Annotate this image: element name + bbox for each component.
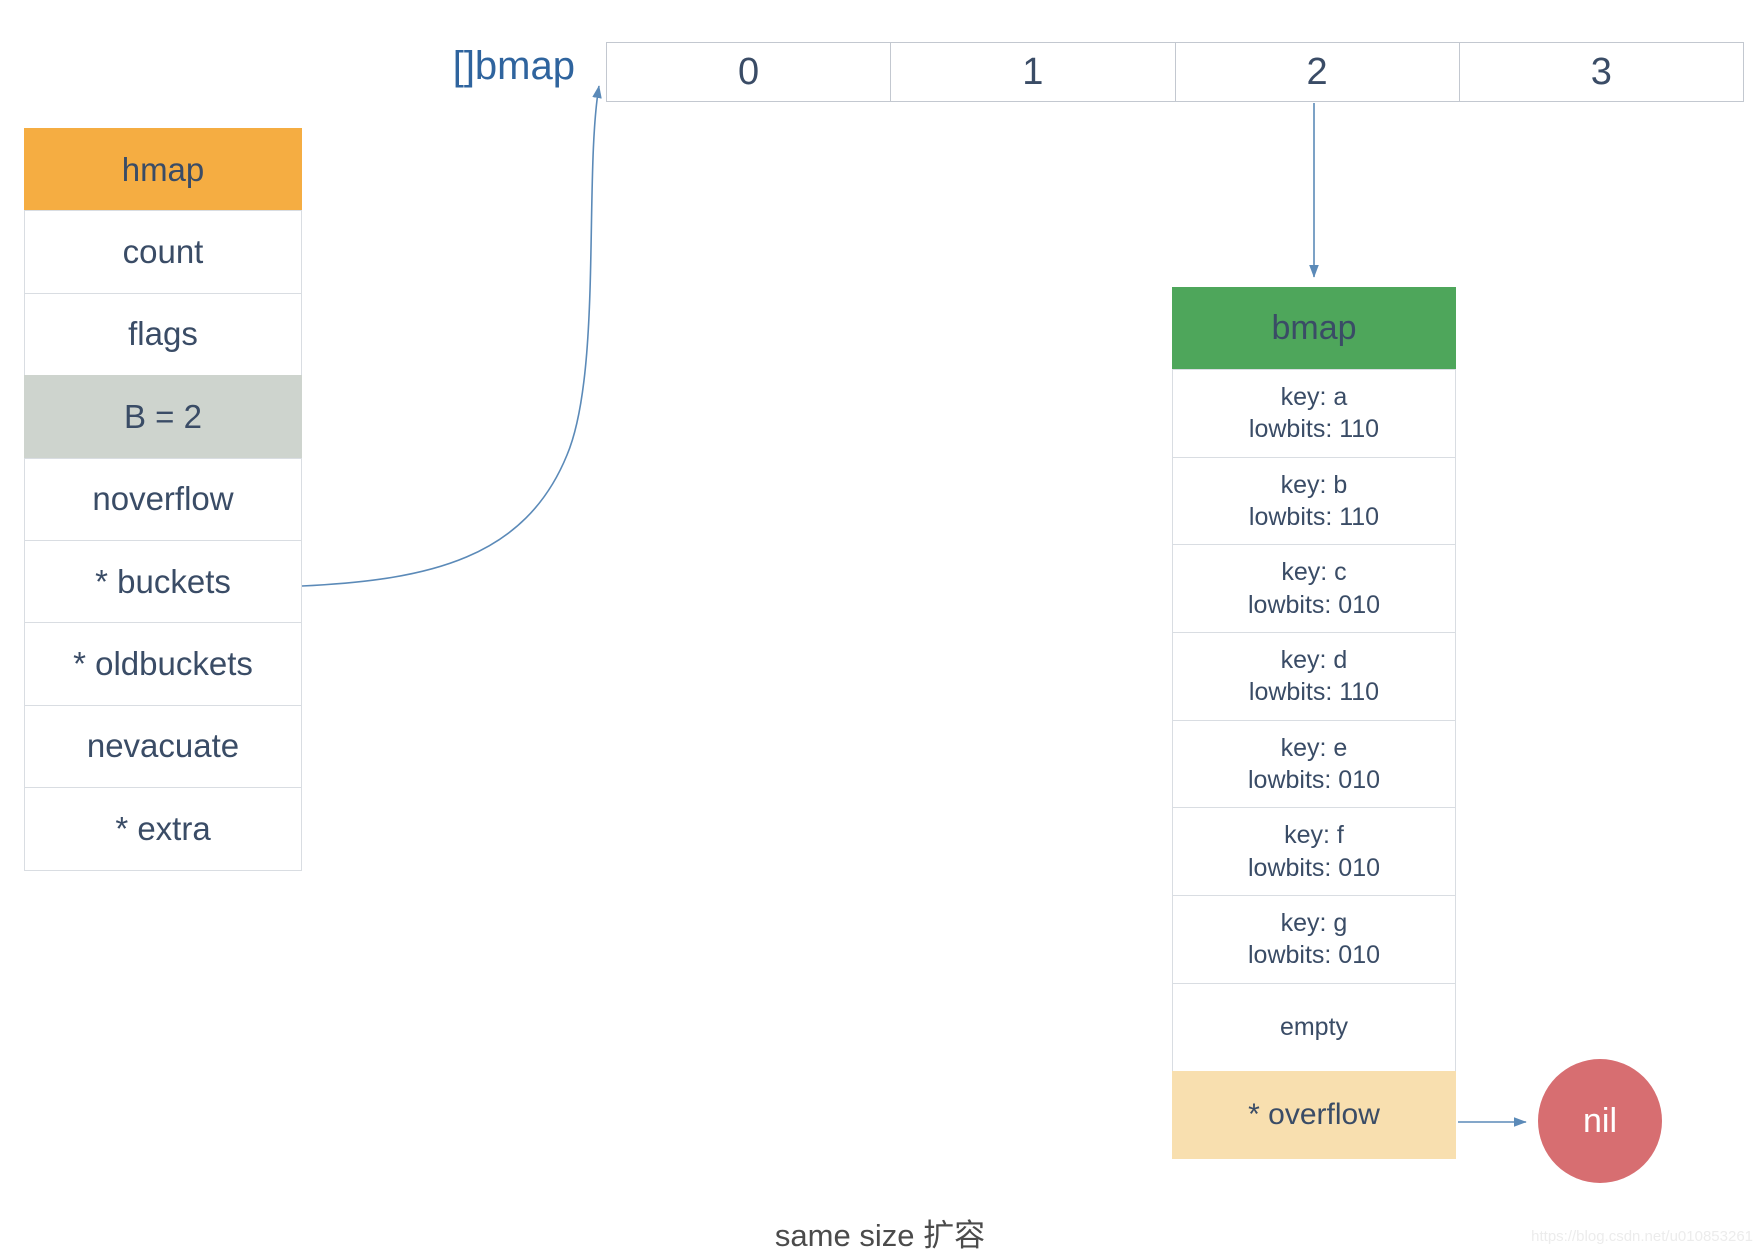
bmap-overflow-pointer: * overflow (1172, 1070, 1456, 1160)
entry-lowbits: lowbits: 010 (1247, 941, 1381, 970)
array-cell-3: 3 (1458, 43, 1743, 101)
bmap-table: bmap key: a lowbits: 110 key: b lowbits:… (1172, 287, 1456, 1160)
bmap-entry-g: key: g lowbits: 010 (1172, 895, 1456, 984)
bmap-entry-e: key: e lowbits: 010 (1172, 719, 1456, 809)
hmap-row-flags: flags (24, 292, 302, 377)
entry-key: key: b (1280, 470, 1348, 499)
entry-lowbits: lowbits: 110 (1248, 678, 1380, 707)
hmap-table: hmap count flags B = 2 noverflow * bucke… (24, 128, 302, 871)
entry-lowbits: lowbits: 110 (1248, 503, 1380, 532)
bmap-entry-a: key: a lowbits: 110 (1172, 369, 1456, 458)
entry-key: key: g (1280, 908, 1348, 937)
entry-key: key: e (1280, 733, 1348, 762)
watermark: https://blog.csdn.net/u010853261 (1531, 1228, 1753, 1245)
hmap-row-count: count (24, 210, 302, 294)
entry-key: key: f (1284, 821, 1344, 850)
hmap-row-buckets: * buckets (24, 539, 302, 624)
entry-key: key: c (1281, 558, 1347, 587)
bmap-array: 0 1 2 3 (606, 42, 1744, 102)
hmap-row-extra: * extra (24, 787, 302, 871)
bmap-entry-b: key: b lowbits: 110 (1172, 456, 1456, 546)
hmap-row-oldbuckets: * oldbuckets (24, 622, 302, 706)
hmap-row-nevacuate: nevacuate (24, 704, 302, 789)
hmap-row-b: B = 2 (24, 375, 302, 459)
array-cell-0: 0 (738, 50, 760, 93)
entry-lowbits: lowbits: 010 (1247, 766, 1381, 795)
entry-lowbits: lowbits: 110 (1248, 415, 1380, 444)
bmap-entry-f: key: f lowbits: 010 (1172, 807, 1456, 897)
hmap-row-noverflow: noverflow (24, 457, 302, 541)
bmap-header: bmap (1172, 287, 1456, 370)
bmap-array-label: []bmap (452, 44, 575, 88)
hmap-header: hmap (24, 128, 302, 212)
array-cell-1: 1 (890, 43, 1174, 101)
array-cell-2: 2 (1174, 43, 1459, 101)
diagram-caption: same size 扩容 (774, 1218, 986, 1253)
entry-lowbits: lowbits: 010 (1247, 853, 1381, 882)
bmap-entry-d: key: d lowbits: 110 (1172, 632, 1456, 721)
bmap-empty-slot: empty (1172, 982, 1456, 1072)
entry-key: key: d (1280, 645, 1348, 674)
nil-node: nil (1538, 1059, 1662, 1183)
bmap-entry-c: key: c lowbits: 010 (1172, 544, 1456, 634)
entry-lowbits: lowbits: 010 (1247, 590, 1381, 619)
buckets-to-array-arrow (301, 85, 602, 587)
entry-key: key: a (1280, 382, 1348, 411)
